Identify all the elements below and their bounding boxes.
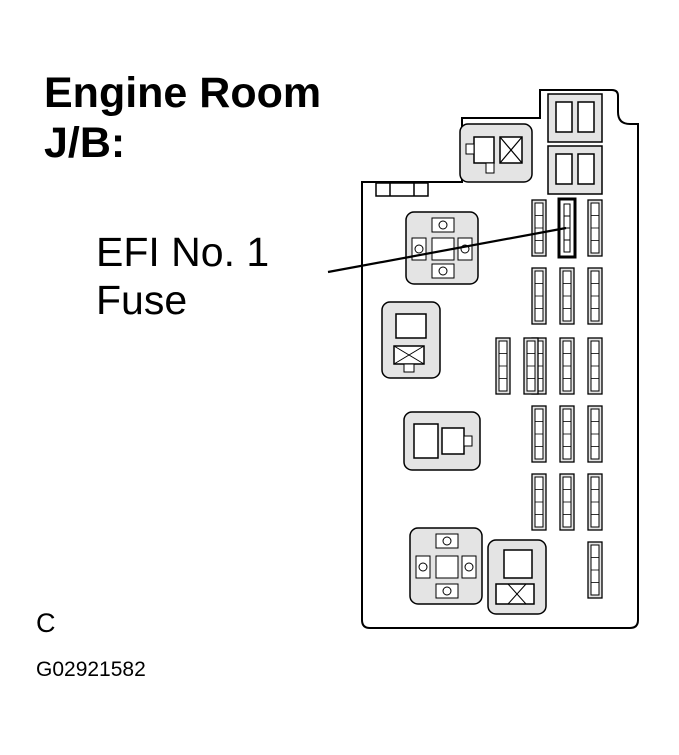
- fuse: [531, 473, 547, 531]
- fuse: [559, 473, 575, 531]
- fuse: [495, 337, 511, 395]
- efi-fuse-callout-label: EFI No. 1 Fuse: [96, 228, 269, 324]
- junction-block-housing: [361, 89, 639, 629]
- relay-center: [403, 411, 481, 471]
- fuse: [587, 199, 603, 257]
- fuse: [587, 267, 603, 325]
- cartridge-fuse-upper: [547, 93, 603, 143]
- fuse: [531, 199, 547, 257]
- fuse: [531, 405, 547, 463]
- fuse: [587, 541, 603, 599]
- fuse: [587, 473, 603, 531]
- fuse: [523, 337, 539, 395]
- efi-no-1-fuse: [557, 197, 577, 259]
- view-letter: C: [36, 608, 56, 638]
- square-relay-upper: [405, 211, 479, 285]
- mini-fuse-strip: [375, 182, 429, 197]
- fuse: [559, 405, 575, 463]
- top-relay: [459, 123, 533, 183]
- fuse: [587, 337, 603, 395]
- square-relay-lower: [409, 527, 483, 605]
- diagram-title: Engine Room J/B:: [44, 68, 321, 168]
- fuse: [559, 267, 575, 325]
- fuse: [587, 405, 603, 463]
- title-line-2: J/B:: [44, 119, 126, 167]
- cartridge-fuse-lower: [547, 145, 603, 195]
- fuse: [531, 267, 547, 325]
- callout-line-1: EFI No. 1: [96, 229, 270, 275]
- title-line-1: Engine Room: [44, 69, 322, 117]
- figure-code: G02921582: [36, 658, 146, 681]
- relay-lower-right: [487, 539, 547, 615]
- relay-left-middle: [381, 301, 441, 379]
- fuse-grid: [495, 199, 603, 599]
- fuse: [559, 337, 575, 395]
- callout-leader-line: [327, 226, 567, 274]
- callout-line-2: Fuse: [96, 277, 188, 323]
